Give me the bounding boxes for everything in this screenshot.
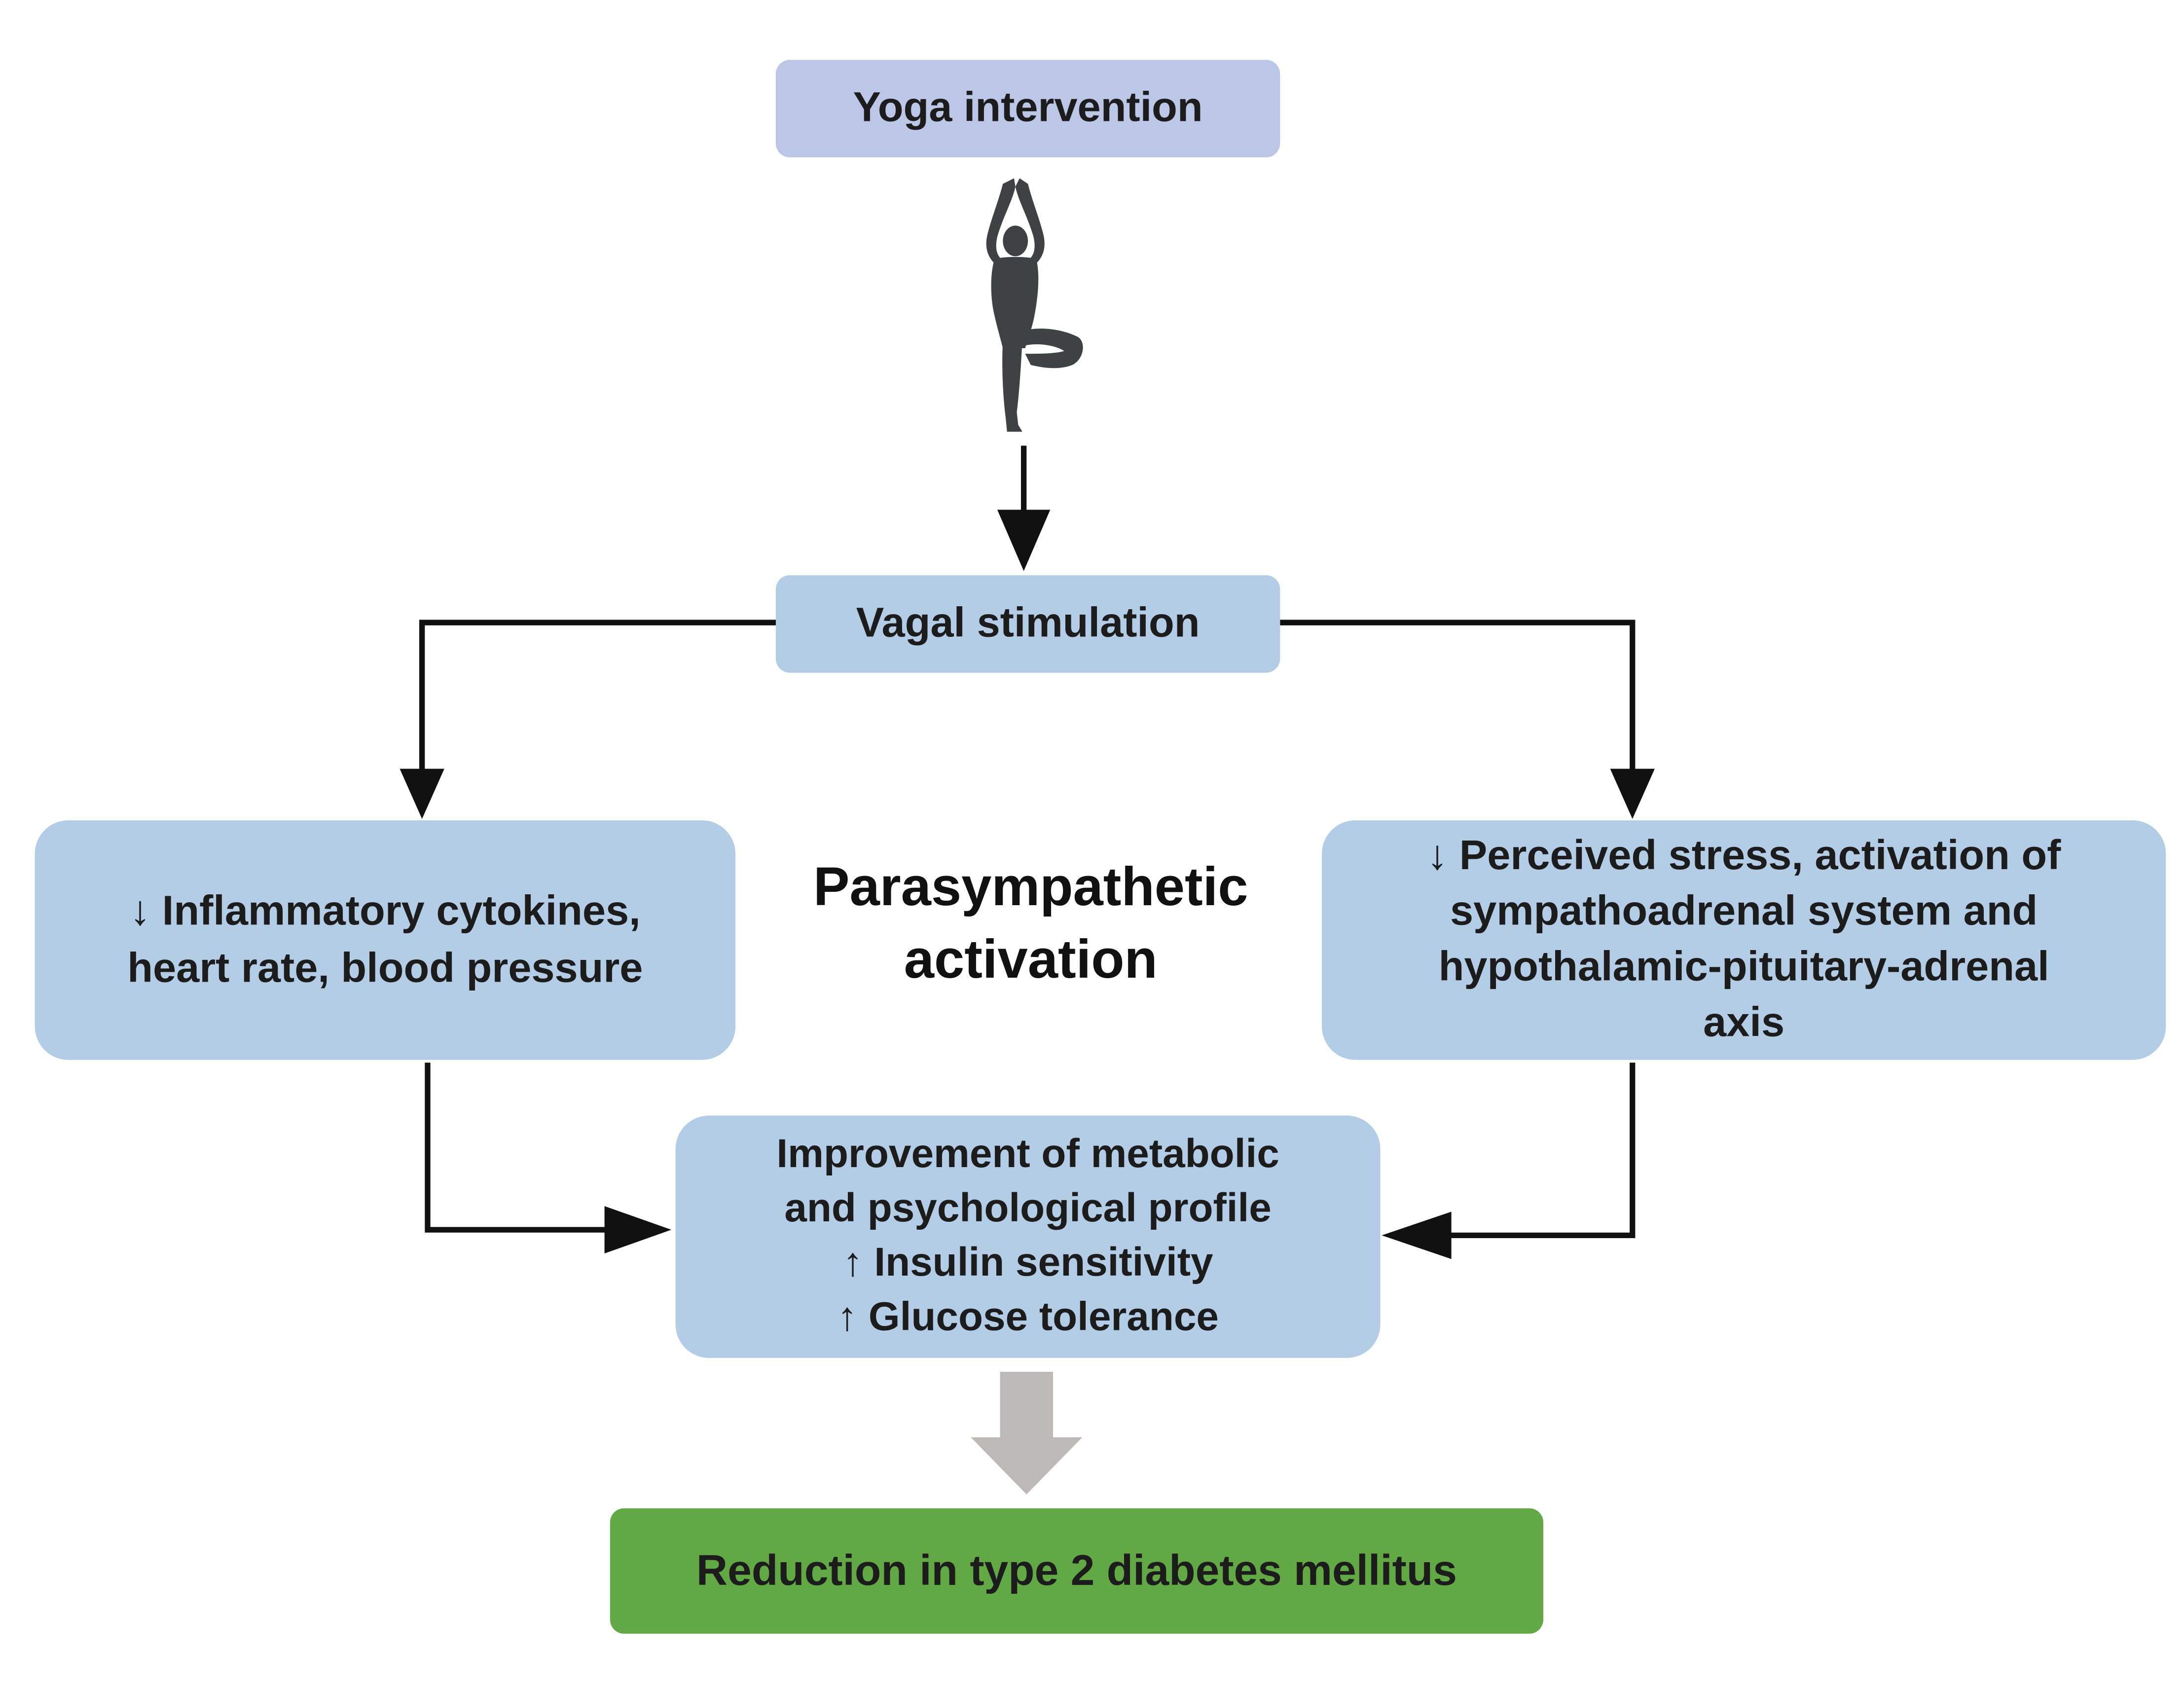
node-line: heart rate, blood pressure (127, 946, 643, 992)
node-line: ↓ Perceived stress, activation of (1426, 833, 2061, 879)
node-line: Improvement of metabolic (776, 1132, 1279, 1177)
parasympathetic-activation-label: Parasympathetic activation (759, 852, 1302, 997)
node-line: hypothalamic-pituitary-adrenal (1438, 944, 2049, 991)
edge-yoga-to-vagal (997, 445, 1051, 571)
edge-right-to-center (1382, 1063, 1636, 1259)
perceived-stress-node: ↓ Perceived stress, activation of sympat… (1321, 820, 2166, 1060)
yoga-tree-pose-icon (986, 178, 1083, 432)
edge-left-to-center (425, 1063, 672, 1254)
center-label-line: activation (904, 930, 1158, 991)
edge-center-to-outcome (971, 1372, 1083, 1495)
inflammatory-cytokines-node: ↓ Inflammatory cytokines, heart rate, bl… (35, 820, 736, 1060)
node-line: ↑ Insulin sensitivity (842, 1241, 1213, 1285)
node-line: axis (1703, 1000, 1785, 1046)
node-line: sympathoadrenal system and (1450, 888, 2038, 935)
node-line: and psychological profile (784, 1186, 1272, 1231)
vagal-stimulation-label: Vagal stimulation (856, 600, 1200, 647)
edge-vagal-to-left (400, 620, 776, 819)
node-line: ↓ Inflammatory cytokines, (129, 888, 641, 935)
edge-vagal-to-right (1280, 620, 1655, 819)
yoga-intervention-node: Yoga intervention (775, 60, 1280, 158)
center-label-line: Parasympathetic (813, 858, 1248, 918)
yoga-intervention-label: Yoga intervention (853, 85, 1203, 131)
diabetes-reduction-label: Reduction in type 2 diabetes mellitus (696, 1545, 1457, 1595)
vagal-stimulation-node: Vagal stimulation (775, 575, 1280, 673)
diabetes-reduction-node: Reduction in type 2 diabetes mellitus (610, 1508, 1543, 1634)
node-line: ↑ Glucose tolerance (837, 1295, 1219, 1340)
metabolic-improvement-node: Improvement of metabolic and psychologic… (675, 1115, 1381, 1358)
